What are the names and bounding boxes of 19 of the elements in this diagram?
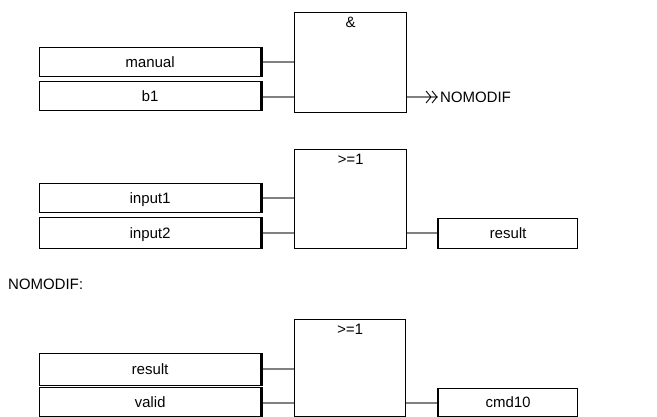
variable-box: b1	[39, 81, 263, 111]
connection-line	[262, 232, 294, 234]
connection-line	[262, 402, 294, 404]
logic-gate-block: &	[294, 12, 407, 113]
jump-target-label: NOMODIF:	[8, 276, 83, 293]
connection-line	[406, 232, 438, 234]
variable-box: valid	[39, 387, 263, 417]
logic-gate-block: >=1	[294, 149, 407, 249]
output-variable-box: result	[437, 218, 578, 249]
output-variable-box: cmd10	[437, 388, 578, 417]
variable-box: input2	[39, 217, 263, 249]
variable-box: manual	[39, 47, 263, 77]
jump-label: NOMODIF	[440, 86, 530, 108]
connection-line	[406, 402, 438, 404]
connection-line	[262, 368, 294, 370]
variable-box: result	[39, 353, 263, 386]
logic-gate-block: >=1	[294, 319, 406, 417]
connection-line	[262, 96, 294, 98]
variable-box: input1	[39, 183, 263, 213]
